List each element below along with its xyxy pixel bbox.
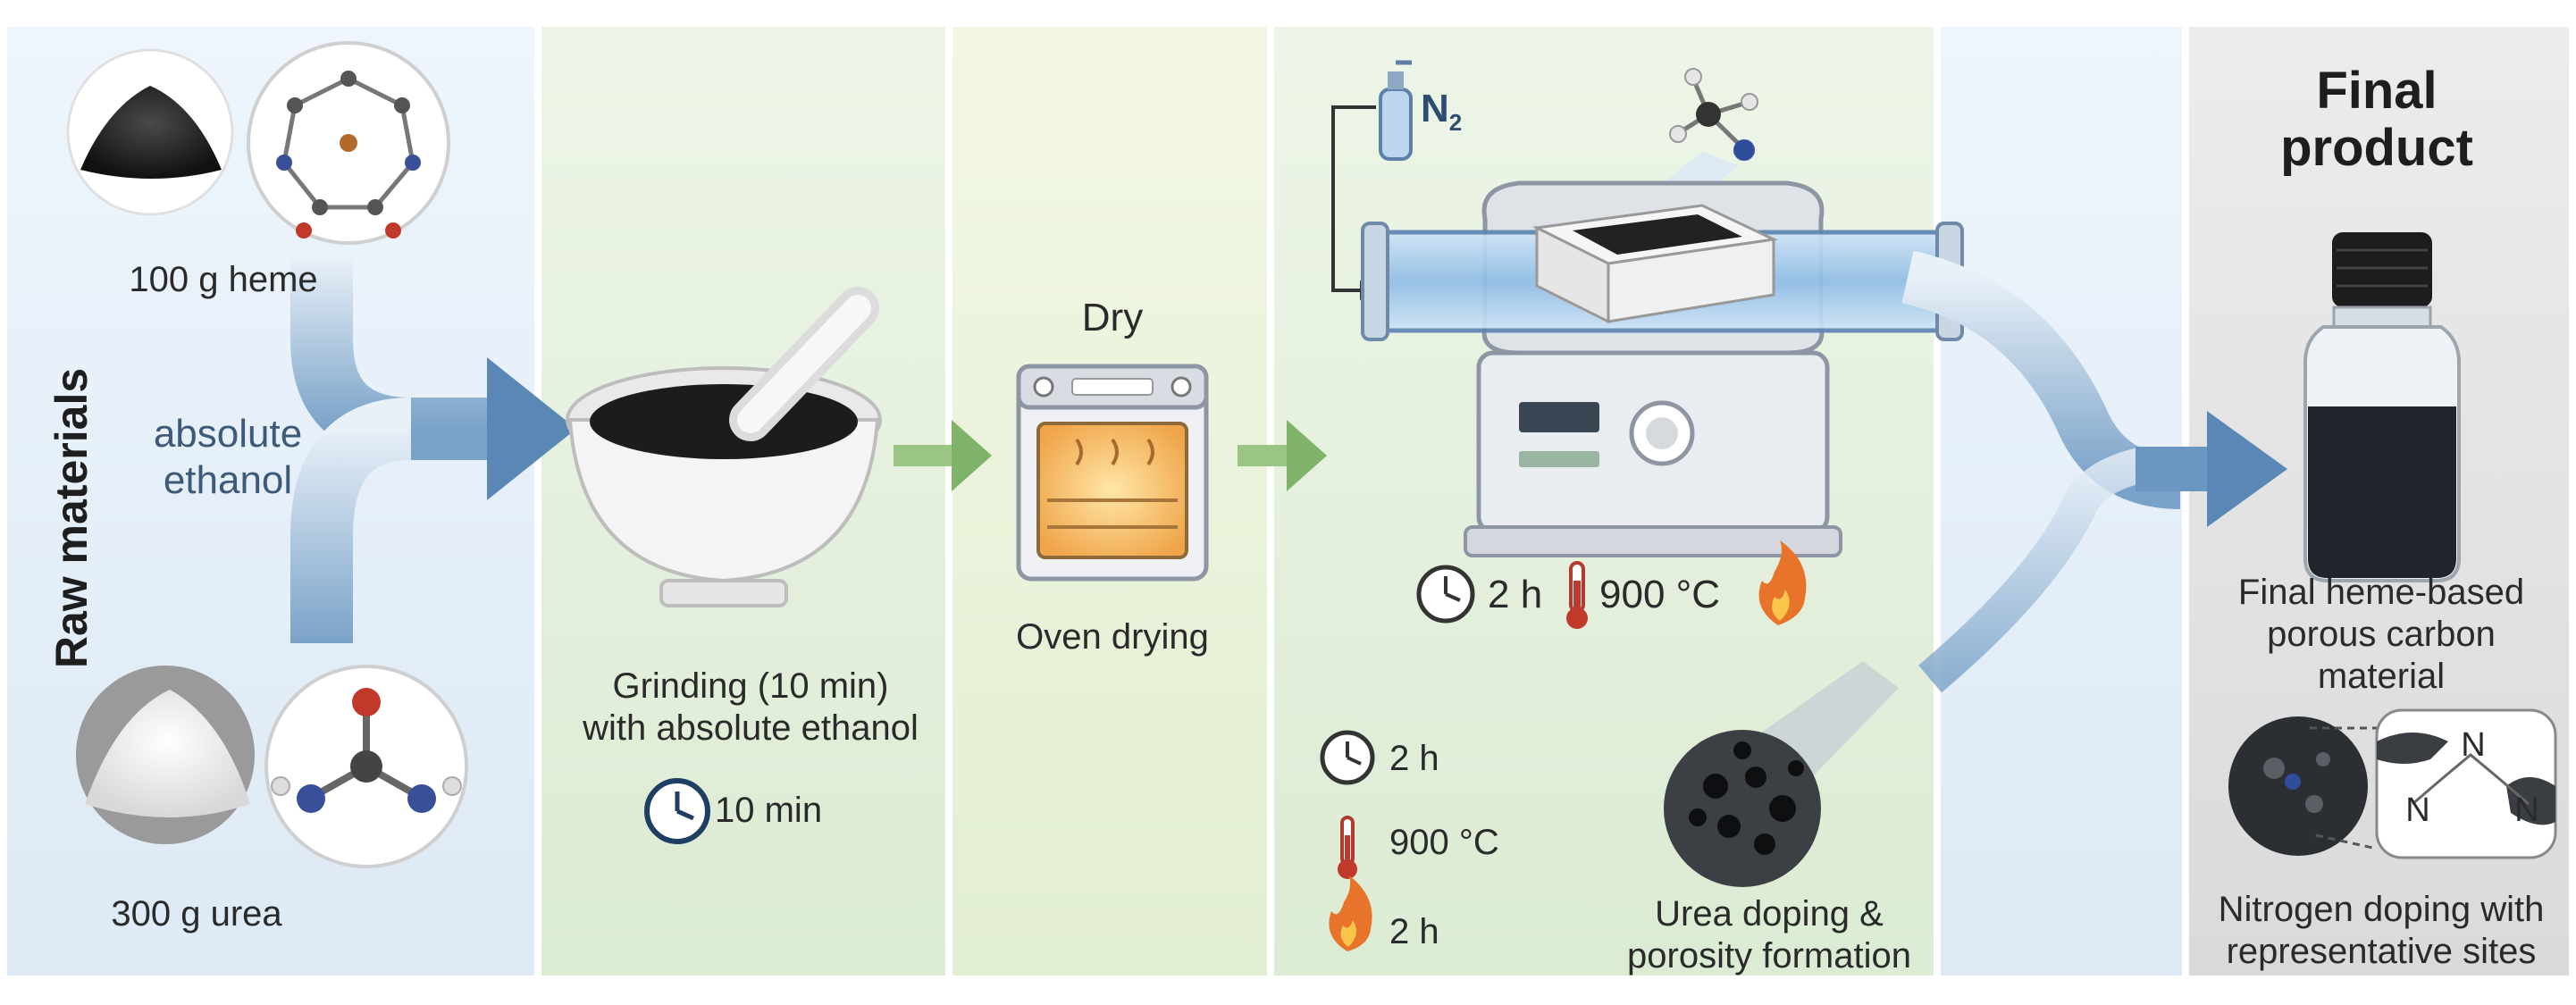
urea-powder-image [76, 666, 255, 844]
final-product-title-line2: product [2280, 118, 2473, 177]
merge-flow-arrow [290, 259, 576, 643]
doping-label-line2: porosity formation [1627, 936, 1911, 976]
heme-label: 100 g heme [129, 260, 318, 299]
nitrogen-doping-label-line2: representative sites [2226, 932, 2537, 972]
arrow-to-dry [894, 420, 992, 491]
list-clock-icon [1320, 730, 1375, 785]
solvent-label-line2: ethanol [163, 457, 293, 502]
grinding-time: 10 min [715, 791, 823, 830]
solvent-label-line1: absolute [153, 412, 303, 456]
grinding-label-line2: with absolute ethanol [583, 708, 919, 749]
nitrogen-sites-image [2228, 708, 2557, 859]
final-product-title-line1: Final [2316, 62, 2438, 120]
output-flow-arrow [1901, 250, 2287, 693]
porous-carbon-image [1664, 730, 1821, 887]
final-material-label-line3: material [2317, 657, 2446, 697]
nitrogen-atom-left: N [2405, 791, 2430, 829]
grinding-label: Grinding (10 min) with absolute ethanol [572, 666, 929, 750]
nitrogen-gas-label: N2 [1421, 86, 1510, 136]
furnace-temperature: 900 °C [1599, 573, 1721, 616]
heme-powder-image [66, 48, 234, 216]
final-material-label-line2: porous carbon [2267, 615, 2496, 655]
nitrogen-atom-right: N [2514, 791, 2539, 829]
furnace-thermometer-icon [1566, 561, 1588, 629]
doping-label-line1: Urea doping & [1655, 894, 1884, 934]
list-temperature: 900 °C [1389, 823, 1499, 862]
oven-drying-label: Oven drying [1016, 617, 1209, 657]
nitrogen-gas-symbol: N [1421, 87, 1449, 130]
grinding-clock-icon [644, 778, 710, 844]
nitrogen-doping-label: Nitrogen doping with representative site… [2198, 889, 2564, 973]
urea-molecule-icon [264, 665, 468, 868]
oven-icon [1016, 364, 1209, 582]
final-material-label: Final heme-based porous carbon material [2207, 572, 2555, 699]
list-thermometer-icon [1338, 816, 1357, 879]
list-heating-time: 2 h [1389, 912, 1439, 951]
heme-molecule-icon [247, 41, 450, 245]
nitrogen-doping-label-line1: Nitrogen doping with [2218, 890, 2545, 929]
final-material-label-line1: Final heme-based [2237, 573, 2525, 612]
dry-title: Dry [1081, 296, 1144, 339]
solvent-label: absolute ethanol [134, 411, 322, 504]
nitrogen-atom-top: N [2461, 726, 2486, 764]
nitrogen-gas-subscript: 2 [1448, 108, 1463, 136]
list-time: 2 h [1389, 739, 1439, 778]
furnace-clock-icon [1416, 565, 1475, 624]
mortar-pestle-icon [566, 287, 882, 607]
furnace-flame-icon [1758, 540, 1807, 625]
grinding-label-line1: Grinding (10 min) [612, 666, 889, 706]
methane-molecule-icon [1669, 68, 1758, 161]
nitrogen-cylinder-icon [1379, 60, 1413, 161]
final-product-title: Final product [2270, 63, 2484, 177]
furnace-time: 2 h [1488, 573, 1543, 616]
list-flame-icon [1329, 875, 1372, 951]
arrow-to-furnace [1238, 420, 1327, 491]
raw-materials-title: Raw materials [46, 367, 96, 669]
product-vial-icon [2303, 232, 2461, 582]
urea-label: 300 g urea [111, 894, 282, 934]
doping-label: Urea doping & porosity formation [1608, 893, 1930, 977]
